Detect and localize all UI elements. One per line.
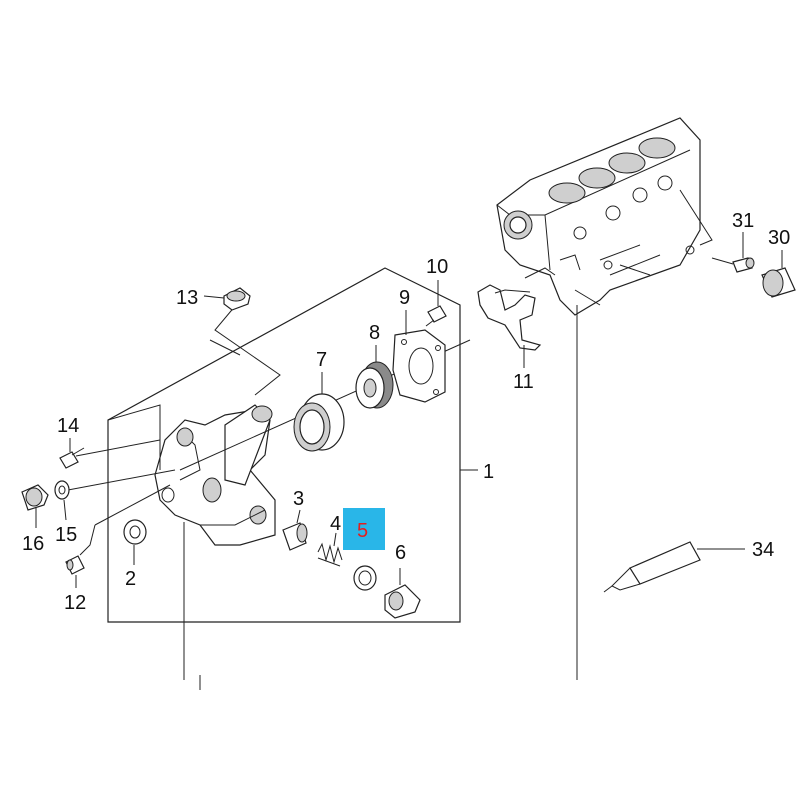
part-7-outer-rotor[interactable]: [293, 393, 345, 452]
callout-34[interactable]: 34: [752, 539, 774, 561]
callout-9[interactable]: 9: [399, 287, 410, 309]
callout-2[interactable]: 2: [125, 568, 136, 590]
part-4-spring[interactable]: [317, 542, 343, 567]
part-12-sleeve[interactable]: [65, 555, 85, 575]
oil-pump-body[interactable]: [154, 404, 276, 546]
callout-16[interactable]: 16: [22, 533, 44, 555]
callout-31[interactable]: 31: [732, 210, 754, 232]
callout-4[interactable]: 4: [330, 513, 341, 535]
callout-14[interactable]: 14: [57, 415, 79, 437]
callout-5[interactable]: 5: [357, 520, 368, 542]
part-30-cup-plug[interactable]: [761, 267, 796, 298]
callout-6[interactable]: 6: [395, 542, 406, 564]
callout-1[interactable]: 1: [483, 461, 494, 483]
part-10-bolt[interactable]: [425, 305, 447, 327]
callout-12[interactable]: 12: [64, 592, 86, 614]
part-13-plug[interactable]: [223, 287, 251, 311]
part-2-washer[interactable]: [123, 519, 147, 545]
part-15-washer[interactable]: [54, 480, 70, 500]
part-5-washer[interactable]: [353, 565, 377, 591]
part-3-plunger[interactable]: [282, 522, 308, 551]
callout-13[interactable]: 13: [176, 287, 198, 309]
callout-10[interactable]: 10: [426, 256, 448, 278]
part-11-gasket[interactable]: [477, 267, 556, 351]
callout-3[interactable]: 3: [293, 488, 304, 510]
part-9-cover-plate[interactable]: [392, 329, 446, 403]
part-31-plug[interactable]: [732, 257, 755, 273]
part-34-sealant-tube[interactable]: [603, 541, 701, 593]
part-16-plug[interactable]: [21, 484, 49, 511]
callout-7[interactable]: 7: [316, 349, 327, 371]
part-14-bolt[interactable]: [59, 447, 85, 469]
part-6-plug[interactable]: [384, 584, 421, 619]
callout-15[interactable]: 15: [55, 524, 77, 546]
callout-11[interactable]: 11: [513, 371, 534, 393]
callout-8[interactable]: 8: [369, 322, 380, 344]
selected-callout-highlight: [343, 508, 385, 550]
callout-30[interactable]: 30: [768, 227, 790, 249]
assembly-outline: [107, 267, 461, 623]
engine-block[interactable]: [496, 117, 713, 316]
part-8-inner-gear[interactable]: [355, 361, 394, 409]
